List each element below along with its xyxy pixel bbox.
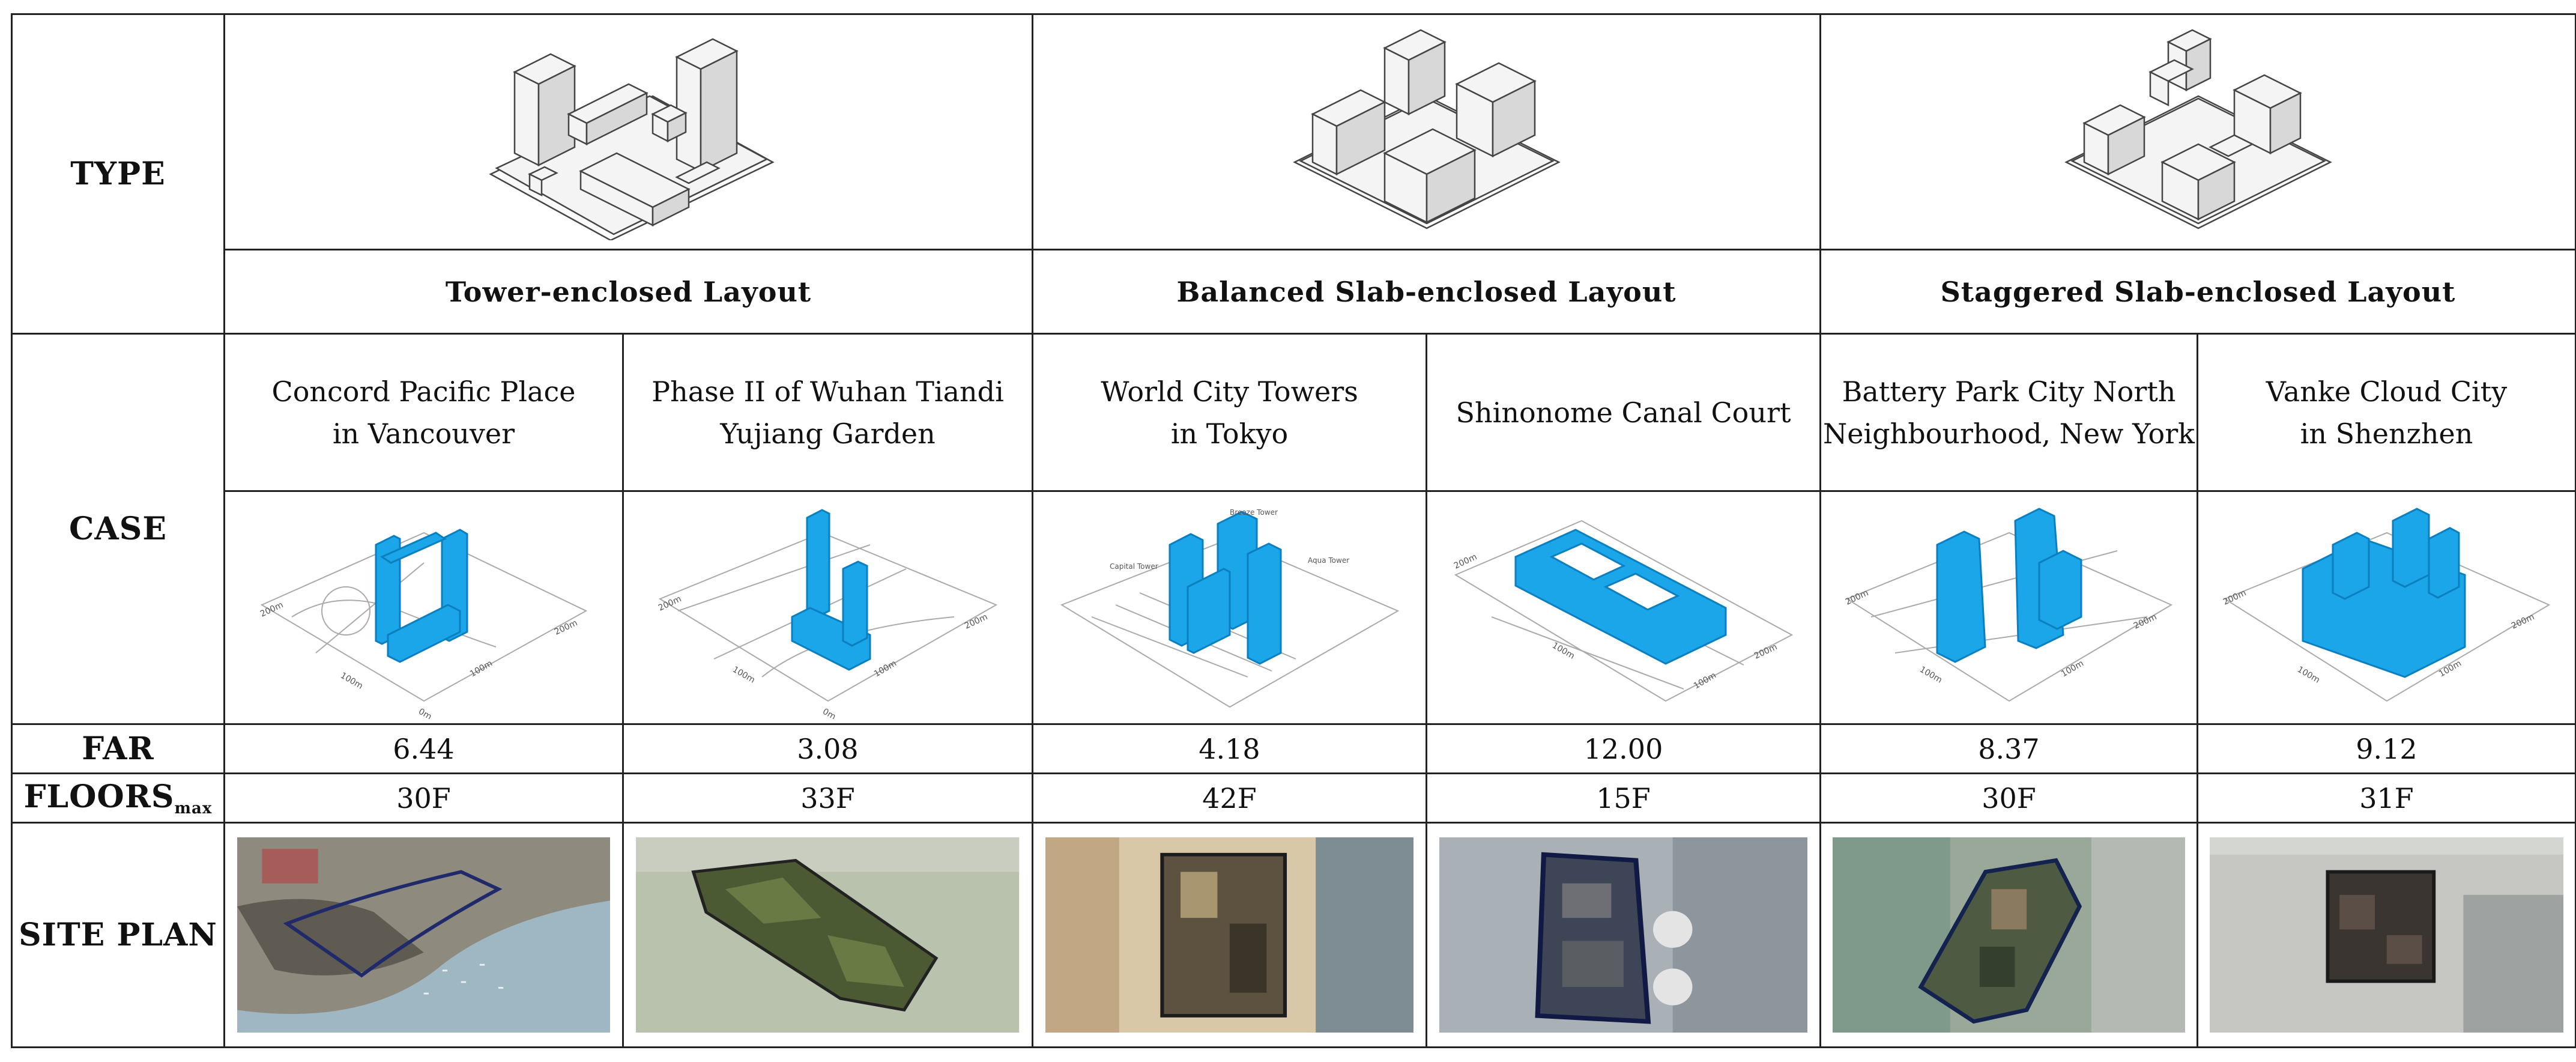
case-name-line2: in Vancouver [332,417,515,450]
case-name-4: Shinonome Canal Court [1426,333,1821,492]
far-value: 3.08 [622,723,1033,774]
case-model-2: 200m 200m 100m 100m 0m [622,490,1033,725]
case-name-line2: Yujiang Garden [720,417,936,450]
case-model-5: 200m 200m 100m 100m [1819,490,2198,725]
case-name-line1: Phase II of Wuhan Tiandi [652,375,1004,408]
floors-value: 15F [1426,772,1821,824]
row-label-floors: FLOORSmax [11,772,225,824]
case-name-line2: in Shenzhen [2300,417,2473,450]
case-name-1: Concord Pacific Place in Vancouver [223,333,624,492]
scale-label: 0m [821,706,838,718]
scale-label: 100m [339,670,364,691]
type-name-staggered-slab: Staggered Slab-enclosed Layout [1819,249,2576,335]
satellite-image-world-city [1045,837,1414,1033]
case-3d-model-vanke: 200m 200m 100m 100m [2221,507,2550,702]
scale-label: 100m [2437,658,2463,679]
tower-enclosed-isometric-drawing [488,38,775,240]
far-value: 8.37 [1819,723,2198,774]
satellite-image-concord [237,837,611,1033]
staggered-slab-isometric-drawing [2064,29,2332,229]
case-3d-model-battery-park: 200m 200m 100m 100m [1843,507,2172,702]
type-name-tower-enclosed: Tower-enclosed Layout [223,249,1033,335]
floors-subscript: max [174,800,213,818]
far-value: 4.18 [1032,723,1427,774]
satellite-image-vanke [2209,837,2564,1033]
tower-label: Aqua Tower [1308,556,1349,565]
case-name-line1: World City Towers [1101,375,1358,408]
case-model-1: 200m 200m 100m 100m 0m [223,490,624,725]
floors-value: 31F [2197,772,2576,824]
site-plan-3 [1032,822,1427,1048]
scale-label: 200m [1843,588,1869,607]
case-name-line1: Shinonome Canal Court [1456,396,1791,429]
case-name-line1: Vanke Cloud City [2266,375,2508,408]
scale-label: 100m [872,658,898,679]
scale-label: 200m [552,618,578,637]
scale-label: 200m [2509,612,2535,631]
row-label-site-plan: SITE PLAN [11,822,225,1048]
scale-label: 200m [1452,552,1478,571]
case-name-line2: in Tokyo [1170,417,1289,450]
scale-label: 200m [2132,612,2157,631]
satellite-image-battery-park [1832,837,2186,1033]
scale-label: 200m [2221,588,2247,607]
far-value: 6.44 [223,723,624,774]
scale-label: 100m [2060,658,2085,679]
tower-label: Breeze Tower [1230,508,1278,517]
site-plan-5 [1819,822,2198,1048]
case-model-4: 200m 200m 100m 100m [1426,490,1821,725]
satellite-image-wuhan [636,837,1020,1033]
floors-value: 42F [1032,772,1427,824]
scale-label: 0m [417,706,434,718]
layout-comparison-table: TYPE [11,13,2576,1048]
type-drawing-staggered-slab [1819,13,2576,250]
type-drawing-balanced-slab [1032,13,1821,250]
case-name-line2: Neighbourhood, New York [1822,417,2195,450]
case-3d-model-concord: 200m 200m 100m 100m 0m [258,528,587,719]
scale-label: 200m [963,612,988,631]
row-label-type: TYPE [11,13,225,335]
site-plan-1 [223,822,624,1048]
site-plan-4 [1426,822,1821,1048]
far-value: 9.12 [2197,723,2576,774]
tower-label: Capital Tower [1110,562,1158,571]
scale-label: 200m [1752,642,1778,661]
floors-value: 30F [1819,772,2198,824]
site-plan-6 [2197,822,2576,1048]
far-value: 12.00 [1426,723,1821,774]
scale-label: 100m [468,658,494,679]
scale-label: 100m [731,664,757,685]
site-plan-2 [622,822,1033,1048]
case-name-6: Vanke Cloud City in Shenzhen [2197,333,2576,492]
satellite-image-shinonome [1439,837,1808,1033]
case-name-line1: Battery Park City North [1842,375,2176,408]
floors-value: 33F [622,772,1033,824]
row-label-far: FAR [11,723,225,774]
case-name-5: Battery Park City North Neighbourhood, N… [1819,333,2198,492]
balanced-slab-isometric-drawing [1292,29,1561,229]
case-3d-model-wuhan: 200m 200m 100m 100m 0m [656,508,997,719]
case-name-line1: Concord Pacific Place [271,375,576,408]
case-name-2: Phase II of Wuhan Tiandi Yujiang Garden [622,333,1033,492]
case-name-3: World City Towers in Tokyo [1032,333,1427,492]
floors-value: 30F [223,772,624,824]
scale-label: 100m [1918,664,1944,685]
scale-label: 100m [1692,670,1718,691]
floors-label: FLOORS [23,778,175,815]
scale-label: 100m [2296,664,2321,685]
case-model-3: Capital Tower Breeze Tower Aqua Tower [1032,490,1427,725]
type-name-balanced-slab: Balanced Slab-enclosed Layout [1032,249,1821,335]
case-3d-model-shinonome: 200m 200m 100m 100m [1452,520,1793,702]
case-model-6: 200m 200m 100m 100m [2197,490,2576,725]
case-3d-model-world-city: Capital Tower Breeze Tower Aqua Tower [1060,508,1399,708]
row-label-case: CASE [11,333,225,725]
type-drawing-tower-enclosed [223,13,1033,250]
